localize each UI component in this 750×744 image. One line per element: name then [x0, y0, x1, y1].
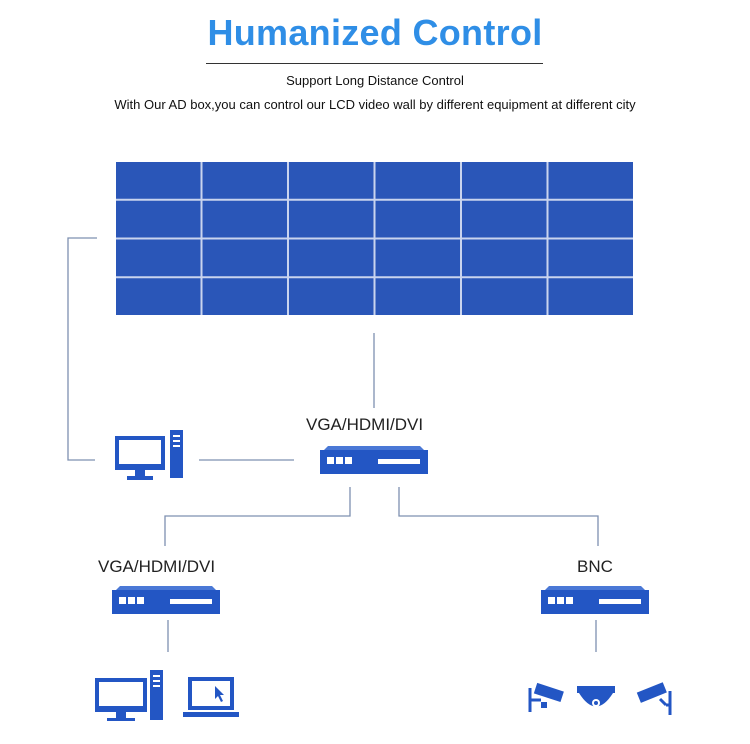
- video-wall-panel: [462, 162, 547, 199]
- bullet-camera-icon: [636, 682, 672, 715]
- bullet-camera-icon: [528, 682, 564, 712]
- subtitle: Support Long Distance Control: [286, 73, 464, 88]
- video-wall: [116, 162, 633, 315]
- video-wall-panel: [202, 278, 287, 315]
- video-wall-panel: [548, 162, 633, 199]
- video-wall-panel: [548, 200, 633, 238]
- video-wall-panel: [202, 200, 287, 238]
- video-wall-panel: [116, 162, 201, 199]
- video-wall-panel: [116, 239, 201, 277]
- right-ad-box-icon: [541, 586, 649, 614]
- main-box-label: VGA/HDMI/DVI: [306, 415, 424, 434]
- video-wall-panel: [202, 239, 287, 277]
- video-wall-panel: [375, 239, 460, 277]
- page-title: Humanized Control: [207, 12, 543, 53]
- dome-camera-icon: [577, 686, 615, 707]
- title-divider: [206, 63, 543, 64]
- video-wall-panel: [289, 278, 374, 315]
- connection-lines: [67, 237, 599, 652]
- video-wall-panel: [548, 239, 633, 277]
- desktop-computer-icon: [115, 430, 183, 480]
- video-wall-panel: [375, 200, 460, 238]
- main-ad-box-icon: [320, 446, 428, 474]
- video-wall-panel: [548, 278, 633, 315]
- video-wall-panel: [289, 200, 374, 238]
- video-wall-panel: [289, 162, 374, 199]
- video-wall-panel: [202, 162, 287, 199]
- description: With Our AD box,you can control our LCD …: [114, 97, 636, 112]
- right-box-label: BNC: [577, 557, 613, 576]
- video-wall-panel: [462, 200, 547, 238]
- video-wall-panel: [116, 278, 201, 315]
- video-wall-panel: [375, 162, 460, 199]
- video-wall-panel: [462, 278, 547, 315]
- video-wall-panel: [116, 200, 201, 238]
- desktop-computer-icon: [95, 670, 163, 721]
- laptop-icon: [183, 677, 239, 717]
- left-box-label: VGA/HDMI/DVI: [98, 557, 216, 576]
- video-wall-panel: [462, 239, 547, 277]
- left-ad-box-icon: [112, 586, 220, 614]
- video-wall-panel: [375, 278, 460, 315]
- video-wall-panel: [289, 239, 374, 277]
